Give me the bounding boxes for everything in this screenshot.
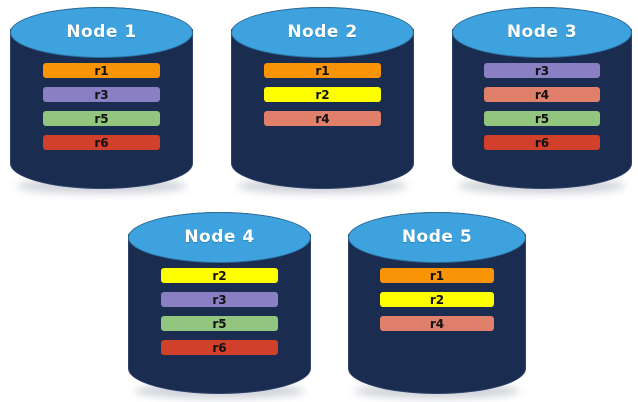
record-bar-r4[interactable]: r4 (380, 316, 494, 331)
record-bar-r5[interactable]: r5 (484, 111, 600, 126)
record-bar-r1[interactable]: r1 (380, 268, 494, 283)
record-label: r6 (534, 135, 550, 150)
cylinder-top-4: Node 4 (128, 212, 311, 263)
record-bar-r1[interactable]: r1 (264, 63, 381, 78)
record-label: r6 (94, 135, 109, 150)
node-label: Node 1 (66, 22, 137, 43)
record-label: r2 (212, 268, 227, 283)
record-label: r4 (534, 87, 550, 102)
record-label: r5 (94, 111, 109, 126)
record-label: r6 (212, 340, 227, 355)
record-bar-r4[interactable]: r4 (264, 111, 381, 126)
record-label: r1 (429, 268, 445, 283)
node-label: Node 4 (184, 227, 255, 248)
record-bar-r5[interactable]: r5 (43, 111, 160, 126)
record-label: r3 (534, 63, 550, 78)
node-cylinder-1[interactable]: Node 1 r1 r3 r5 r6 (10, 7, 193, 194)
node-cylinder-3[interactable]: Node 3 r3 r4 r5 r6 (452, 7, 632, 194)
record-bar-r2[interactable]: r2 (264, 87, 381, 102)
record-bar-r1[interactable]: r1 (43, 63, 160, 78)
record-label: r2 (429, 292, 445, 307)
record-bar-r6[interactable]: r6 (43, 135, 160, 150)
record-label: r4 (429, 316, 445, 331)
record-bar-r3[interactable]: r3 (161, 292, 278, 307)
record-bar-r3[interactable]: r3 (43, 87, 160, 102)
node-label: Node 5 (401, 227, 473, 248)
node-cylinder-2[interactable]: Node 2 r1 r2 r4 (231, 7, 414, 194)
node-label: Node 2 (287, 22, 358, 43)
record-label: r2 (315, 87, 330, 102)
record-bar-r4[interactable]: r4 (484, 87, 600, 102)
record-label: r1 (94, 63, 109, 78)
record-label: r1 (315, 63, 330, 78)
record-bar-r6[interactable]: r6 (484, 135, 600, 150)
node-cylinder-5[interactable]: Node 5 r1 r2 r4 (348, 212, 526, 399)
record-bar-r5[interactable]: r5 (161, 316, 278, 331)
record-label: r3 (94, 87, 109, 102)
record-label: r5 (534, 111, 550, 126)
record-label: r4 (315, 111, 330, 126)
record-bar-r3[interactable]: r3 (484, 63, 600, 78)
cylinder-top-3: Node 3 (452, 7, 632, 58)
record-bar-r2[interactable]: r2 (380, 292, 494, 307)
record-bar-r6[interactable]: r6 (161, 340, 278, 355)
record-label: r3 (212, 292, 227, 307)
node-cylinder-4[interactable]: Node 4 r2 r3 r5 r6 (128, 212, 311, 399)
cylinder-top-1: Node 1 (10, 7, 193, 58)
record-bar-r2[interactable]: r2 (161, 268, 278, 283)
node-label: Node 3 (506, 22, 578, 43)
cylinder-top-2: Node 2 (231, 7, 414, 58)
record-label: r5 (212, 316, 227, 331)
cylinder-top-5: Node 5 (348, 212, 526, 263)
